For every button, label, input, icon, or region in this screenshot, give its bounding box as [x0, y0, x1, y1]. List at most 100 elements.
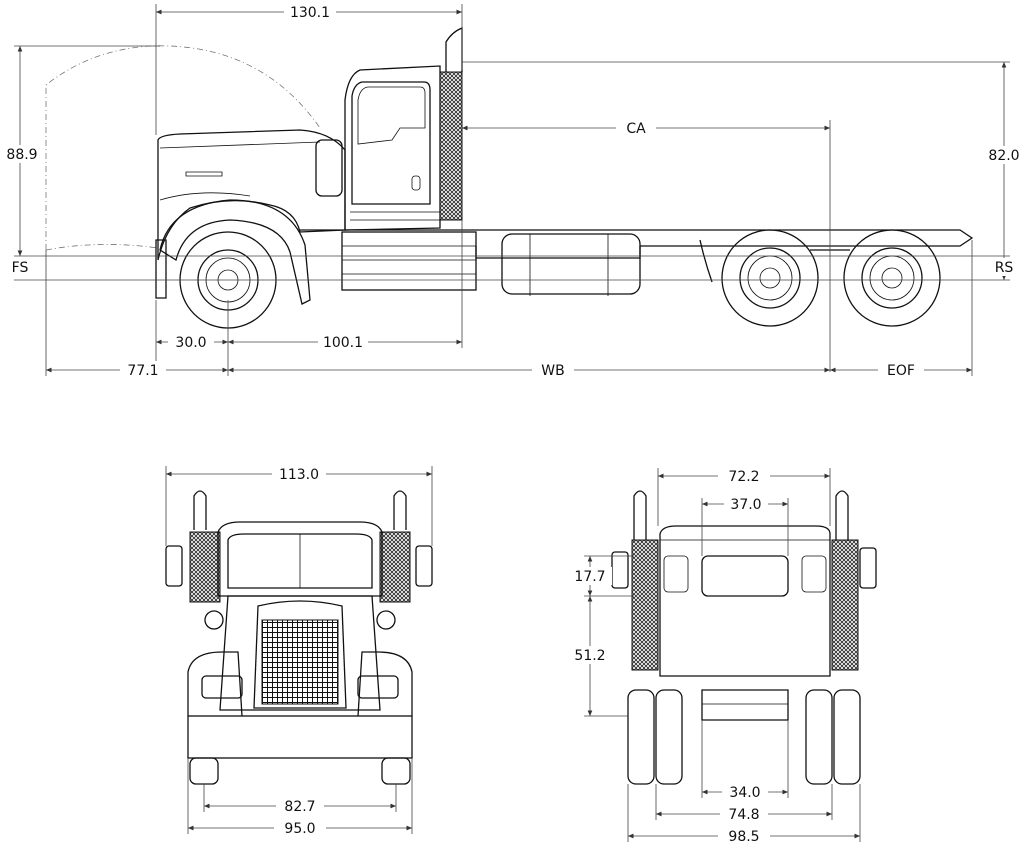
dim-height-to-exhaust: 82.0	[988, 148, 1019, 164]
right-turn-lamp	[376, 610, 396, 630]
label-bg	[722, 783, 768, 801]
right-back-panel	[801, 555, 827, 593]
rear-tire-rl	[805, 689, 833, 785]
label-bg	[276, 797, 324, 815]
hood-tilt-lower	[45, 244, 159, 251]
right-stack	[393, 490, 407, 530]
left-front-tire	[189, 757, 219, 785]
label-bg	[724, 495, 768, 513]
hood-lines	[159, 141, 321, 201]
rear-right-mirror	[859, 547, 877, 589]
dim-rear-overall-width: 98.5	[728, 829, 759, 845]
step-lines	[342, 245, 476, 275]
dim-window-width: 37.0	[730, 497, 761, 513]
dim-height-to-hood: 88.9	[6, 147, 37, 163]
rear-wheel-2	[843, 229, 941, 327]
label-bg	[532, 361, 574, 379]
label-eof: EOF	[887, 363, 915, 379]
rear-left-mirror	[611, 551, 629, 589]
dim-front-axle-offset: 30.0	[175, 335, 206, 351]
exhaust-shield	[439, 71, 463, 221]
rear-tire-rr	[833, 689, 861, 785]
right-mirror	[415, 545, 433, 587]
dim-overall-cab-length: 130.1	[290, 5, 330, 21]
hood	[157, 129, 346, 261]
label-ca: CA	[626, 121, 646, 137]
windshield	[227, 533, 373, 589]
label-bg	[274, 819, 326, 837]
rear-right-shield	[831, 539, 859, 671]
label-bg	[984, 258, 1020, 276]
grille	[261, 619, 339, 705]
left-fender	[187, 651, 243, 717]
dim-cab-back-height: 51.2	[574, 648, 605, 664]
dim-cab-width: 72.2	[728, 469, 759, 485]
front-bumper-face	[187, 715, 413, 759]
tank-straps	[529, 234, 609, 296]
front-hood	[219, 595, 381, 711]
rear-wheel-1	[721, 229, 819, 327]
right-headlamp	[357, 675, 399, 699]
back-window	[701, 555, 789, 597]
dim-rear-track-width: 74.8	[728, 807, 759, 823]
left-turn-lamp	[204, 610, 224, 630]
label-bg	[718, 467, 770, 485]
label-bg	[2, 145, 42, 163]
label-rs: RS	[995, 260, 1014, 276]
cab-back-lines	[660, 539, 830, 677]
fuel-tank	[501, 233, 641, 295]
label-bg	[568, 567, 612, 585]
side-view: 130.1 88.9 82.0 FS RS CA 30.0 100.1	[2, 2, 1024, 379]
label-bg	[318, 333, 368, 351]
door-handle	[411, 175, 421, 191]
grille-surround	[253, 600, 347, 709]
rear-right-stack	[835, 490, 849, 540]
side-step-box	[341, 231, 477, 291]
dim-front-overhang: 77.1	[127, 363, 158, 379]
label-bg	[718, 827, 770, 845]
exhaust-stack	[445, 27, 463, 72]
front-bumper	[155, 239, 167, 299]
hood-tilt-arc	[45, 45, 321, 250]
label-bg	[284, 2, 336, 20]
rear-tire-lr	[655, 689, 683, 785]
left-stack	[193, 490, 207, 530]
right-fender	[357, 651, 413, 717]
label-bg	[984, 146, 1024, 164]
left-air-cleaner	[189, 531, 221, 603]
dim-bumper-width: 95.0	[284, 821, 315, 837]
right-front-tire	[381, 757, 411, 785]
rear-left-shield	[631, 539, 659, 671]
dim-frame-width: 34.0	[729, 785, 760, 801]
dim-window-height: 17.7	[574, 569, 605, 585]
label-bg	[616, 118, 656, 138]
rear-tire-ll	[627, 689, 655, 785]
label-bg	[120, 361, 166, 379]
front-cab	[217, 521, 383, 597]
rear-frame	[701, 689, 789, 721]
cab-body	[344, 65, 441, 231]
dim-bumper-to-back-of-cab: 100.1	[323, 335, 363, 351]
cab-back	[659, 525, 831, 677]
label-fs: FS	[12, 260, 29, 276]
label-bg	[168, 333, 214, 351]
rear-view: 72.2 37.0 17.7 51.2 34.0 74.8 98.5	[568, 467, 877, 845]
label-bg	[4, 258, 38, 276]
side-mirror	[315, 139, 343, 197]
dim-overall-width: 113.0	[279, 467, 319, 483]
rear-left-stack	[633, 490, 647, 540]
label-bg	[878, 361, 924, 379]
label-bg	[272, 465, 326, 483]
left-mirror	[165, 545, 183, 587]
front-fender	[159, 199, 311, 305]
left-back-panel	[663, 555, 689, 593]
front-view: 113.0 82.7 95.0	[165, 465, 433, 837]
cab-rivets	[350, 211, 440, 221]
label-bg	[568, 646, 612, 664]
label-wb: WB	[541, 363, 564, 379]
right-air-cleaner	[379, 531, 411, 603]
dim-track-width: 82.7	[284, 799, 315, 815]
left-headlamp	[201, 675, 243, 699]
label-bg	[720, 805, 768, 823]
